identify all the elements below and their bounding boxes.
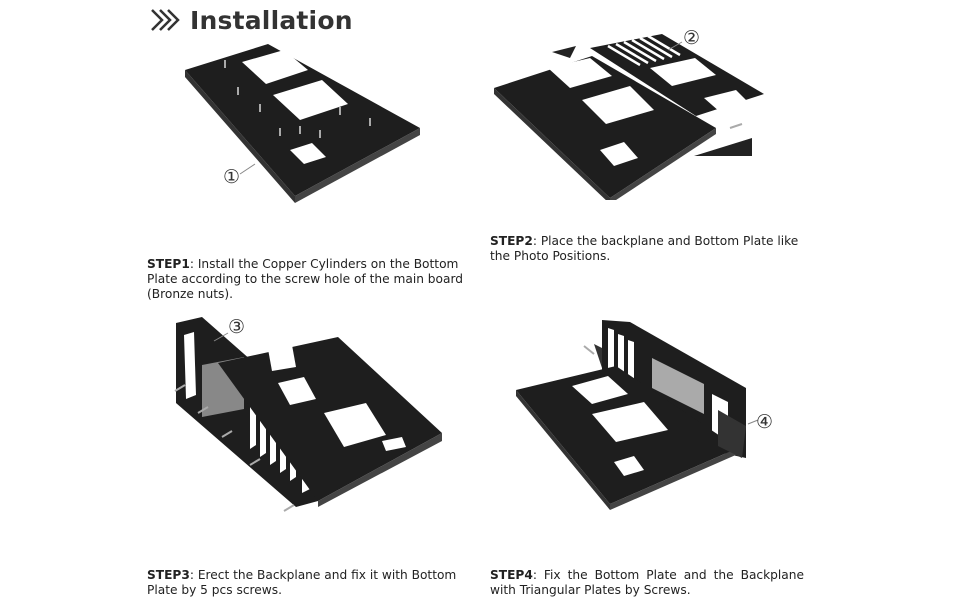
step4-description: : Fix the Bottom Plate and the Backplane…	[490, 568, 804, 597]
step4-illustration: ④	[516, 320, 773, 510]
step1-illustration: ①	[185, 44, 420, 203]
step1-text: STEP1: Install the Copper Cylinders on t…	[147, 257, 463, 302]
step3-illustration: ③	[174, 316, 442, 512]
marker-4: ④	[756, 411, 773, 433]
marker-3: ③	[228, 316, 245, 338]
step2-description: : Place the backplane and Bottom Plate l…	[490, 234, 799, 263]
step3-text: STEP3: Erect the Backplane and fix it wi…	[147, 568, 463, 598]
double-chevron-right-icon	[151, 9, 180, 31]
page-title: Installation	[190, 5, 353, 35]
section-header: Installation	[148, 2, 353, 38]
step4-label: STEP4	[490, 568, 533, 582]
step4-text: STEP4: Fix the Bottom Plate and the Back…	[490, 568, 804, 598]
step1-description: : Install the Copper Cylinders on the Bo…	[147, 257, 464, 301]
step2-label: STEP2	[490, 234, 533, 248]
marker-2: ②	[683, 27, 700, 49]
step1-label: STEP1	[147, 257, 190, 271]
marker-1: ①	[223, 166, 240, 188]
step2-text: STEP2: Place the backplane and Bottom Pl…	[490, 234, 806, 264]
step2-illustration: ②	[494, 27, 764, 200]
step3-description: : Erect the Backplane and fix it with Bo…	[147, 568, 457, 597]
step3-label: STEP3	[147, 568, 190, 582]
